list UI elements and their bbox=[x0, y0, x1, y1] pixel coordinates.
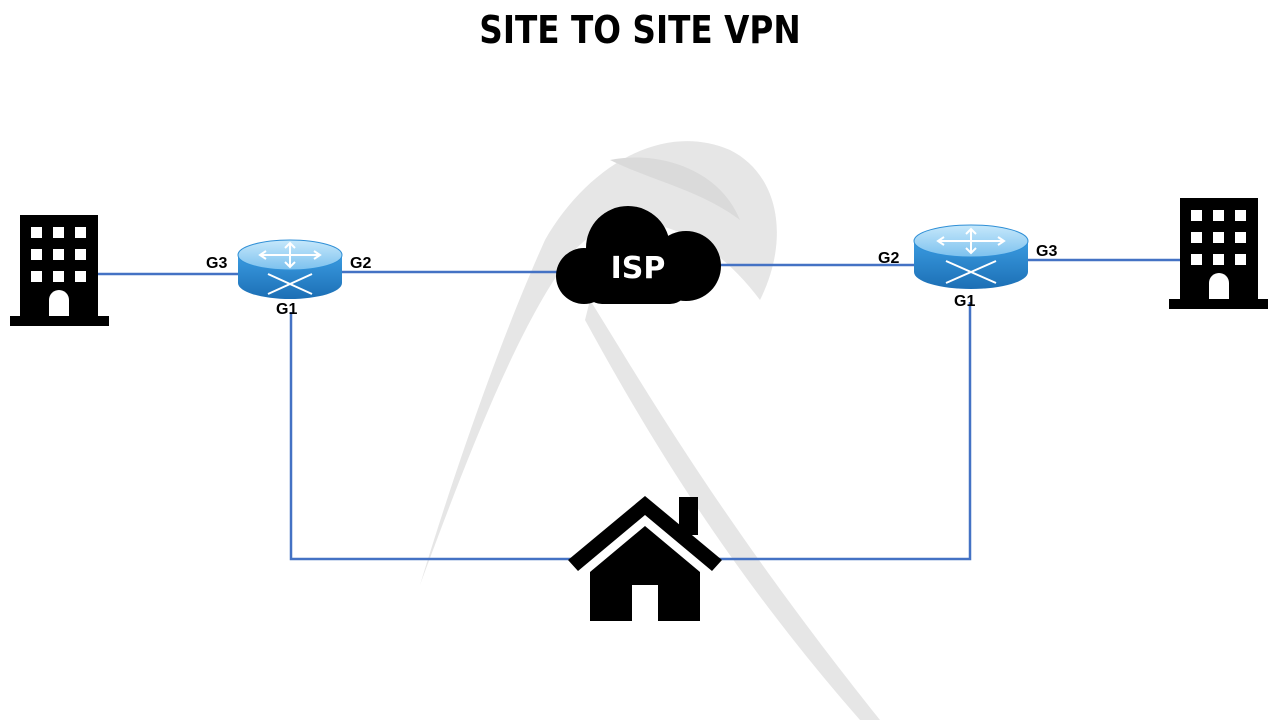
office-building-icon bbox=[10, 215, 109, 326]
house-icon bbox=[568, 496, 722, 621]
router-icon bbox=[913, 224, 1029, 289]
link-right-router-home bbox=[715, 302, 972, 561]
office-building-icon bbox=[1169, 198, 1268, 309]
left-router-port-g1: G1 bbox=[276, 301, 297, 318]
left-router-port-g3: G3 bbox=[206, 255, 227, 272]
right-router-port-g2: G2 bbox=[878, 250, 899, 267]
right-router-port-g3: G3 bbox=[1036, 243, 1057, 260]
router-icon bbox=[237, 239, 343, 299]
right-router-port-g1: G1 bbox=[954, 293, 975, 310]
isp-label: ISP bbox=[611, 251, 666, 286]
left-router-port-g2: G2 bbox=[350, 255, 371, 272]
diagram-title: SITE TO SITE VPN bbox=[479, 8, 801, 52]
link-left-router-home bbox=[289, 312, 580, 561]
cloud-icon: ISP bbox=[556, 206, 721, 304]
network-links bbox=[95, 258, 1180, 561]
